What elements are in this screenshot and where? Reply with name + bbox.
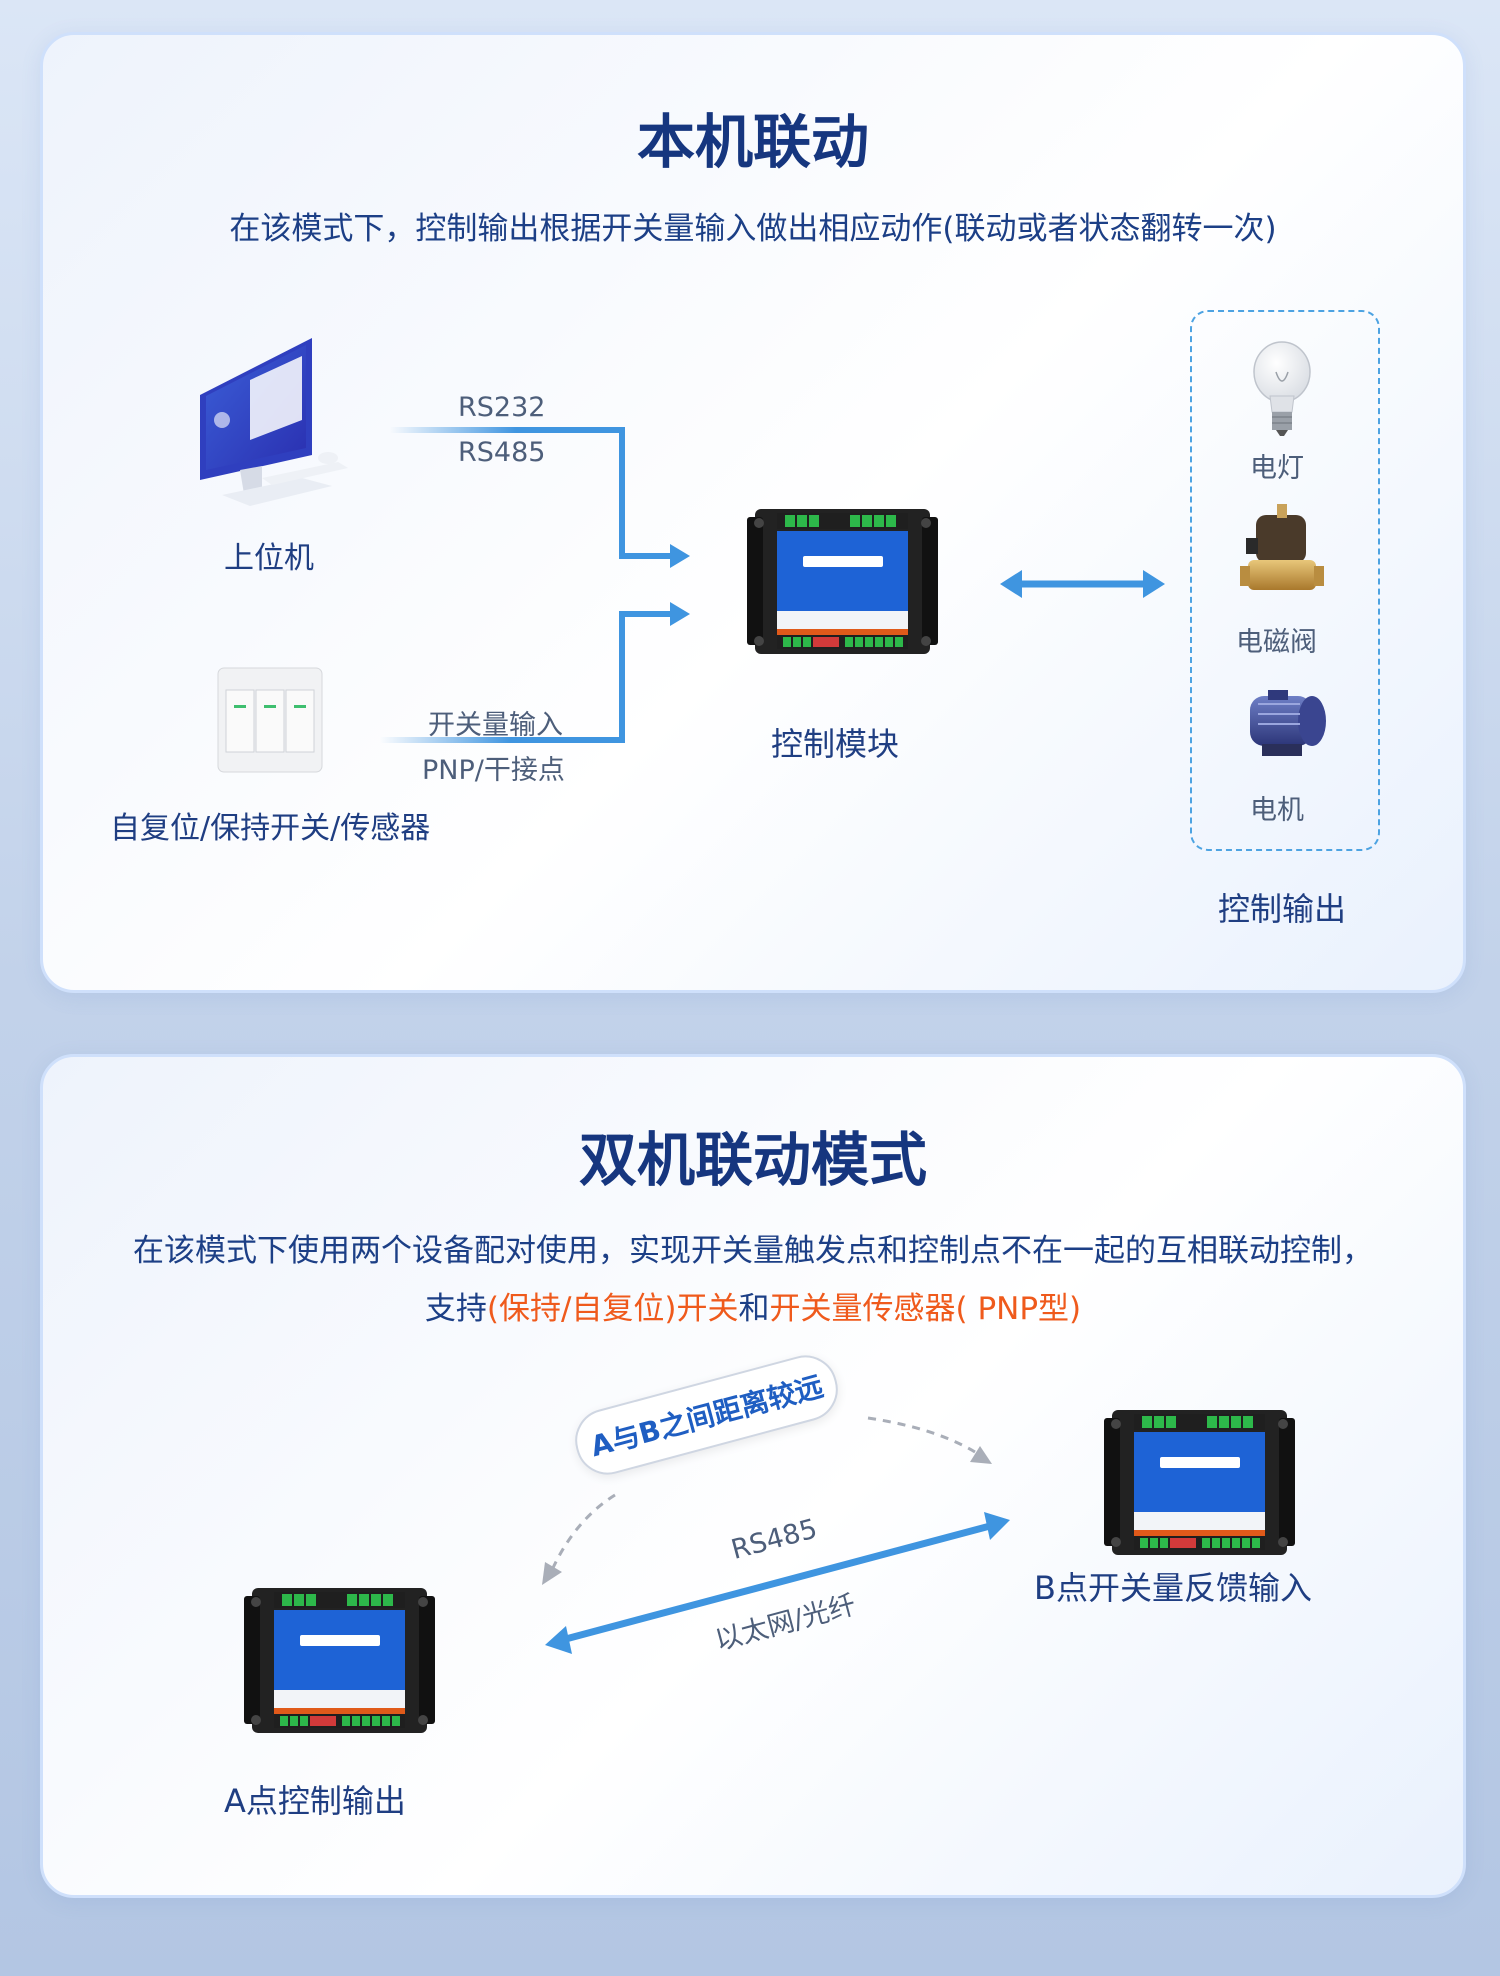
dual-linkage-panel: 双机联动模式 在该模式下使用两个设备配对使用，实现开关量触发点和控制点不在一起的…	[40, 1054, 1466, 1898]
section2-subtitle-line1: 在该模式下使用两个设备配对使用，实现开关量触发点和控制点不在一起的互相联动控制，	[133, 1233, 1373, 1269]
bidirectional-arrow	[1000, 570, 1165, 598]
solenoid-valve-icon	[1240, 504, 1324, 590]
motor-icon	[1250, 690, 1326, 756]
computer-icon	[200, 338, 348, 506]
wall-switch-icon	[217, 667, 323, 773]
light-bulb-icon	[1253, 341, 1311, 436]
comm-rs232-label: RS232	[458, 392, 546, 423]
switch-sensor-label: 自复位/保持开关/传感器	[110, 811, 431, 846]
subtitle-highlight-sensor: 开关量传感器( PNP型)	[769, 1291, 1082, 1327]
digital-input-label: 开关量输入	[428, 710, 563, 741]
output-motor-label: 电机	[1250, 795, 1304, 826]
output-group-box	[1190, 310, 1380, 851]
section1-subtitle: 在该模式下，控制输出根据开关量输入做出相应动作(联动或者状态翻转一次)	[229, 211, 1277, 247]
module-a-image	[244, 1588, 435, 1733]
module-b-image	[1104, 1410, 1295, 1555]
point-a-output-label: A点控制输出	[224, 1782, 406, 1820]
input-connector	[380, 602, 690, 743]
output-valve-label: 电磁阀	[1236, 627, 1317, 658]
host-computer-label: 上位机	[224, 541, 314, 576]
subtitle-text-and: 和	[738, 1291, 770, 1327]
link-arrow	[545, 1512, 1010, 1654]
subtitle-text-support: 支持	[424, 1291, 487, 1327]
point-b-input-label: B点开关量反馈输入	[1034, 1569, 1312, 1607]
section2-subtitle-line2: 支持(保持/自复位)开关和开关量传感器( PNP型)	[43, 1283, 1463, 1328]
local-linkage-panel: 本机联动 在该模式下，控制输出根据开关量输入做出相应动作(联动或者状态翻转一次)	[40, 32, 1466, 993]
section2-title: 双机联动模式	[578, 1126, 927, 1194]
comm-connector	[390, 427, 690, 568]
distance-dashed-arrows	[542, 1416, 992, 1585]
comm-rs485-label: RS485	[458, 437, 546, 468]
control-output-group-label: 控制输出	[1218, 890, 1347, 928]
output-light-label: 电灯	[1250, 453, 1304, 484]
section1-title: 本机联动	[636, 108, 869, 176]
pnp-dry-contact-label: PNP/干接点	[422, 755, 565, 786]
control-module-image	[747, 509, 938, 654]
control-module-label: 控制模块	[771, 725, 900, 763]
subtitle-highlight-switch: (保持/自复位)开关	[486, 1291, 739, 1327]
